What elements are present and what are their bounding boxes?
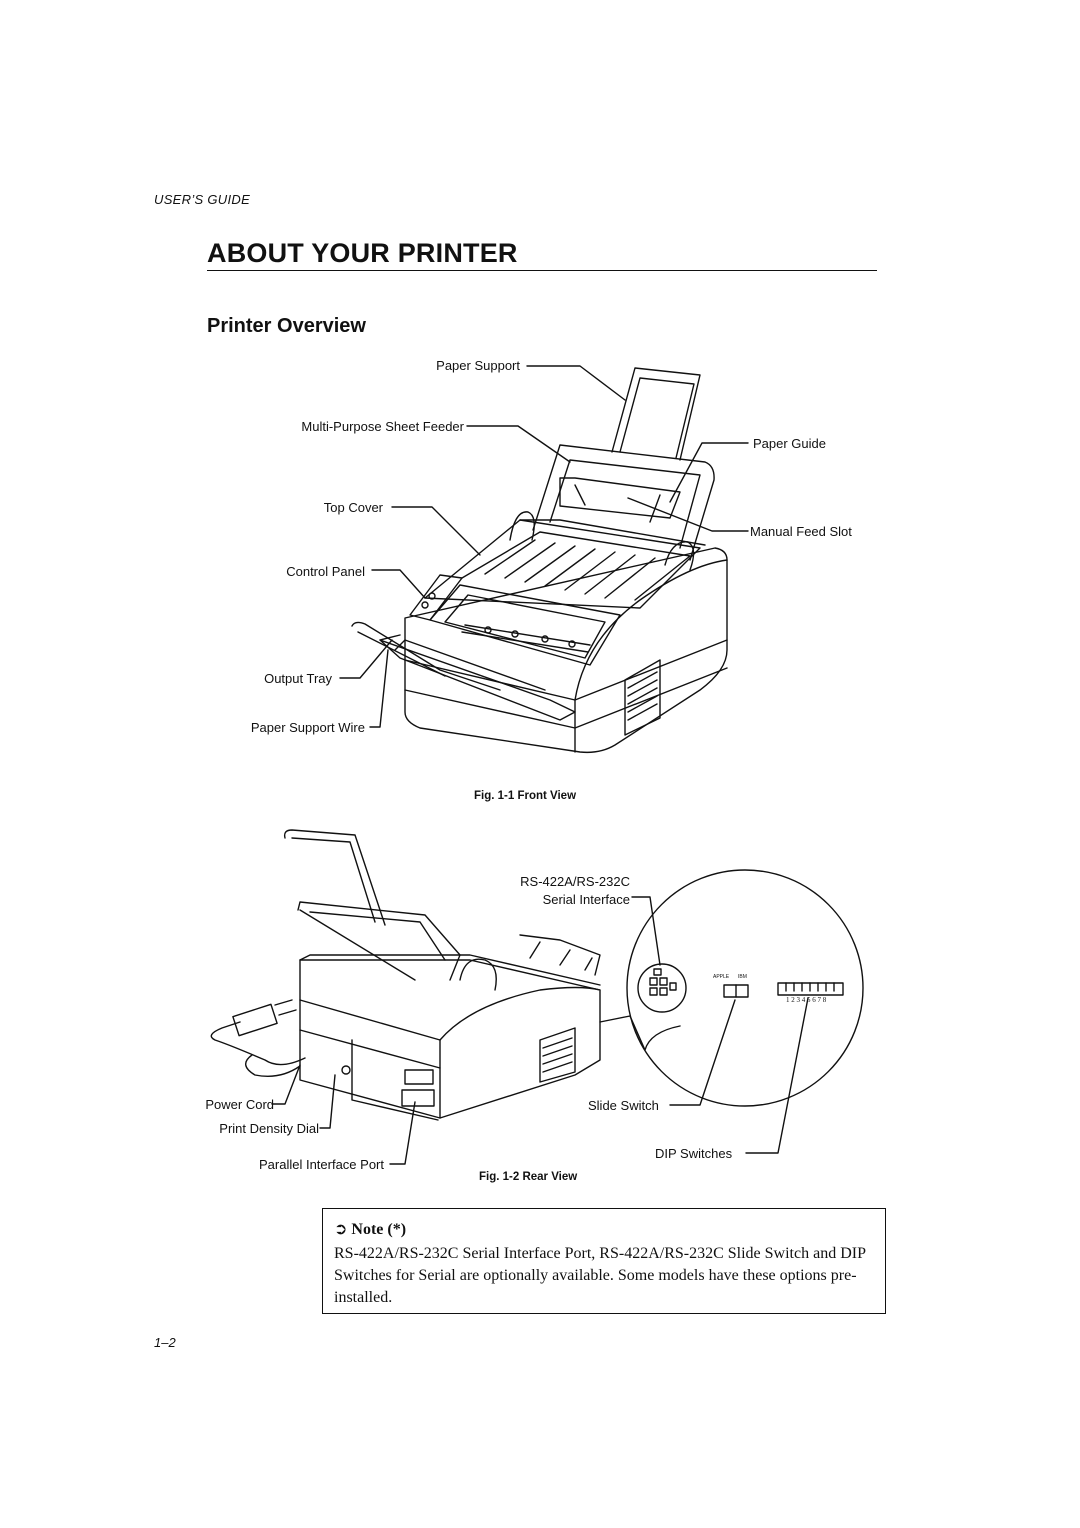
pencil-arrow-icon: ➲ xyxy=(334,1221,348,1238)
page-number: 1–2 xyxy=(154,1335,176,1350)
label-slide-switch: Slide Switch xyxy=(588,1098,659,1113)
figure-caption-rear-view: Fig. 1-2 Rear View xyxy=(479,1171,578,1183)
note-box xyxy=(322,1208,886,1314)
label-serial-interface-line2: Serial Interface xyxy=(542,892,630,907)
label-paper-support-wire: Paper Support Wire xyxy=(250,720,365,735)
label-paper-guide: Paper Guide xyxy=(753,436,826,451)
label-print-density-dial: Print Density Dial xyxy=(219,1121,319,1136)
chapter-title: ABOUT YOUR PRINTER xyxy=(207,238,518,268)
figure-caption-front-view: Fig. 1-1 Front View xyxy=(474,790,577,802)
label-manual-feed-slot: Manual Feed Slot xyxy=(750,524,852,539)
label-dip-switches: DIP Switches xyxy=(655,1146,733,1161)
label-paper-support: Paper Support xyxy=(436,358,520,373)
note-body: RS-422A/RS-232C Serial Interface Port, R… xyxy=(334,1245,866,1306)
label-switch-apple: APPLE xyxy=(713,974,730,980)
label-output-tray: Output Tray xyxy=(264,671,332,686)
front-view-printer-drawing xyxy=(339,365,749,754)
label-top-cover: Top Cover xyxy=(323,500,383,515)
note-title-text: Note (*) xyxy=(351,1221,407,1238)
label-control-panel: Control Panel xyxy=(286,564,365,579)
label-multi-purpose-sheet-feeder: Multi-Purpose Sheet Feeder xyxy=(301,419,464,434)
chapter-title-rule xyxy=(207,270,877,271)
label-power-cord: Power Cord xyxy=(205,1097,274,1112)
label-switch-ibm: IBM xyxy=(738,974,747,980)
label-dip-numbers: 1 2 3 4 5 6 7 8 xyxy=(786,996,827,1004)
running-header: USER’S GUIDE xyxy=(154,192,251,207)
label-serial-interface-line1: RS-422A/RS-232C xyxy=(520,874,630,889)
label-parallel-interface-port: Parallel Interface Port xyxy=(258,1157,384,1172)
rear-view-printer-drawing xyxy=(210,829,864,1165)
note-heading: ➲Note (*) xyxy=(334,1219,406,1239)
section-title: Printer Overview xyxy=(207,315,366,337)
